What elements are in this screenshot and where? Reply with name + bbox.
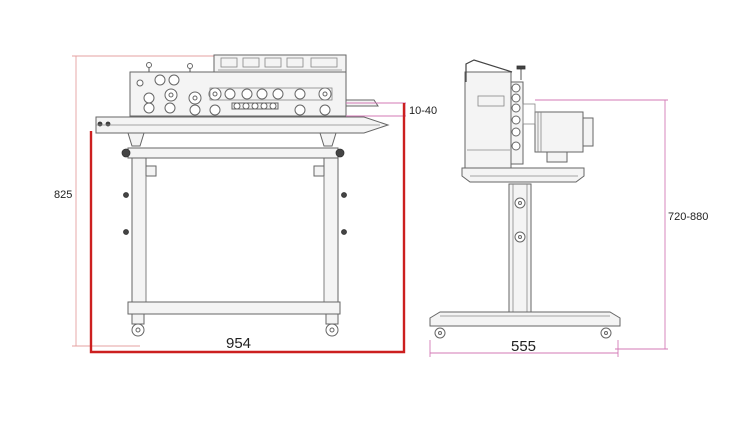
height-dimension-825 [72, 55, 220, 347]
label-total-height: 825 [54, 189, 72, 201]
label-table-height: 720-880 [668, 211, 708, 223]
stand-frame [121, 147, 347, 337]
sealing-mechanism [129, 62, 347, 117]
control-panel [213, 54, 347, 74]
side-base [429, 311, 621, 339]
label-front-width: 954 [226, 335, 251, 352]
label-belt-adjust: 10-40 [409, 105, 437, 117]
conveyor-deck [95, 99, 390, 147]
depth-dimension-555 [429, 340, 619, 357]
footprint-highlight [89, 103, 406, 354]
front-view: 825 [54, 54, 437, 354]
label-side-depth: 555 [511, 338, 536, 355]
side-view: 720-880 555 [429, 59, 708, 357]
height-dimension-720-880 [535, 99, 668, 350]
side-column [508, 183, 532, 315]
side-body [461, 59, 594, 183]
